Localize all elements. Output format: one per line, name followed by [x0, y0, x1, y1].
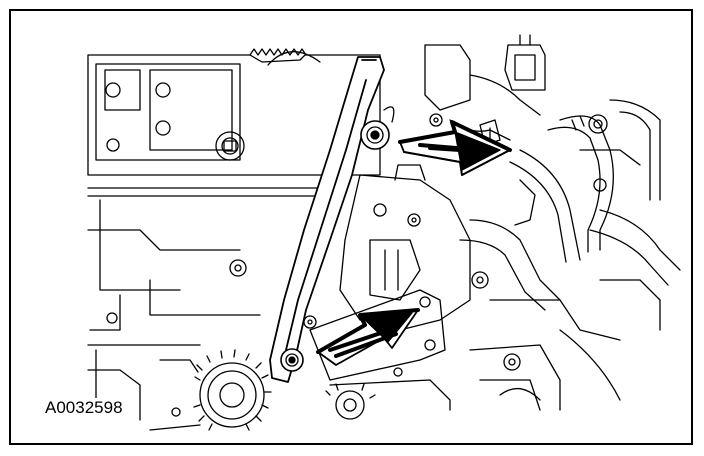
crankshaft-sprocket [194, 350, 271, 430]
upper-tensioner-bolt [361, 107, 394, 149]
water-pump-housing [340, 165, 488, 330]
lower-bracket [304, 290, 445, 380]
camshaft-sprocket [250, 49, 320, 65]
lower-arrow-icon [318, 310, 418, 365]
lower-tensioner-bolt [281, 349, 303, 371]
lower-left-details [88, 360, 200, 430]
engine-block [88, 55, 380, 400]
upper-arrow-icon [400, 122, 510, 175]
lower-right-components [326, 345, 560, 419]
upper-right-connector [425, 35, 545, 145]
figure-code: A0032598 [42, 398, 126, 418]
coolant-hoses [450, 100, 680, 400]
